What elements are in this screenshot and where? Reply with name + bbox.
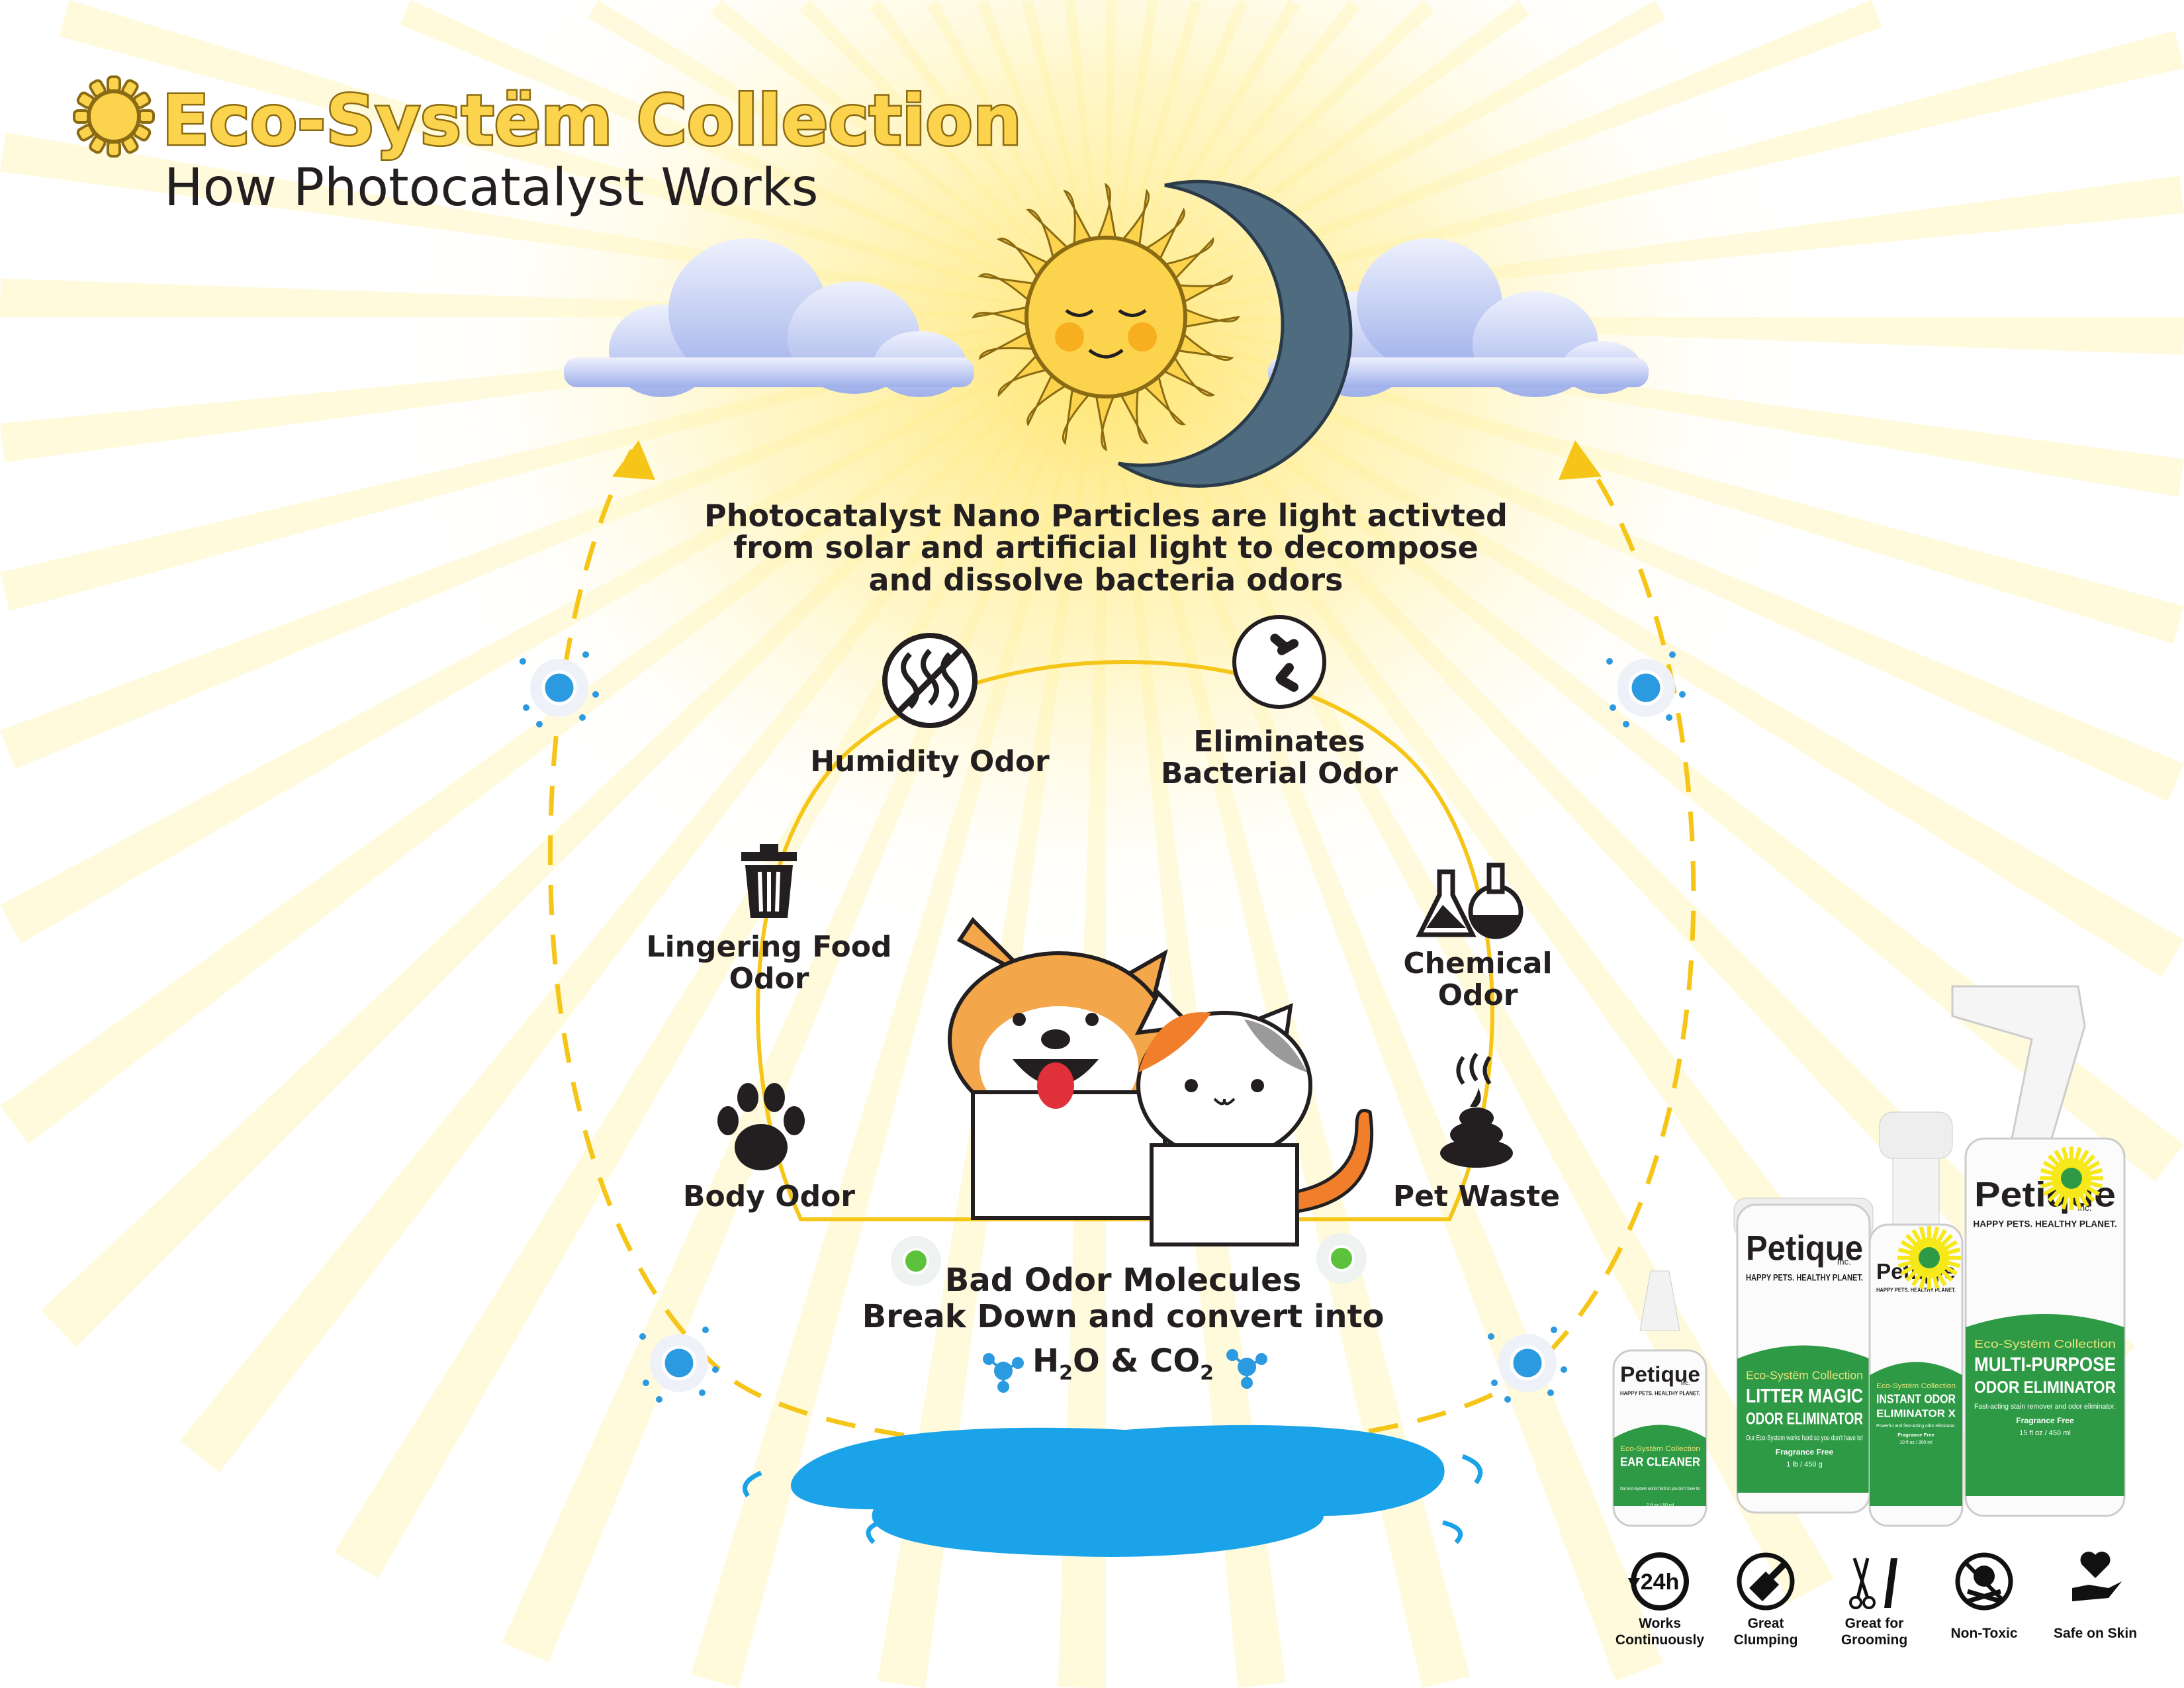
bacteria-icon xyxy=(1232,615,1326,709)
bacterial-odor-label: Eliminates xyxy=(1193,725,1365,759)
product-collection: Eco-Systëm Collection xyxy=(1620,1445,1700,1453)
product-collection: Eco-Systëm Collection xyxy=(1876,1382,1956,1390)
product-subname: ELIMINATOR X xyxy=(1876,1408,1956,1420)
nano-particle-icon xyxy=(1488,1327,1567,1403)
nano-particle-icon xyxy=(1606,651,1686,727)
product-brand-inc: Inc. xyxy=(1837,1256,1851,1266)
result-line-2: Break Down and convert into xyxy=(862,1298,1385,1335)
chemical-flasks-icon xyxy=(1416,863,1524,939)
product-subname: ODOR ELIMINATOR xyxy=(1746,1410,1863,1429)
product-size: 15 fl oz / 450 ml xyxy=(2019,1429,2071,1437)
product-brand: Petique xyxy=(1746,1229,1863,1268)
logo-sun-icon xyxy=(73,75,155,158)
inner-odor-arc xyxy=(756,660,1494,1221)
intro-text: Photocatalyst Nano Particles are light a… xyxy=(704,498,1508,598)
fragrance-free-badge: Fragrance Free xyxy=(1776,1448,1834,1457)
result-line-1: Bad Odor Molecules xyxy=(945,1262,1302,1299)
nano-particle-icon xyxy=(520,651,599,727)
food-odor-label: Odor xyxy=(729,962,809,996)
arrow-up-right-icon xyxy=(1559,440,1602,480)
intro-line: from solar and artificial light to decom… xyxy=(733,530,1479,565)
product-name: MULTI-PURPOSE xyxy=(1974,1354,2116,1376)
intro-line: and dissolve bacteria odors xyxy=(869,562,1343,598)
water-molecule-icon xyxy=(1226,1349,1267,1389)
feature-label: Works xyxy=(1639,1616,1681,1631)
svg-text:24h: 24h xyxy=(1641,1570,1680,1595)
cloud-left xyxy=(564,238,974,397)
product-description: Our Eco-System works hard so you don't h… xyxy=(1620,1487,1700,1491)
heart-hand-icon: Safe on Skin xyxy=(2054,1552,2137,1641)
humidity-icon xyxy=(882,633,978,728)
page-subtitle: How Photocatalyst Works xyxy=(164,158,819,218)
product-collection: Eco-Systëm Collection xyxy=(1746,1368,1863,1382)
feature-label: Grooming xyxy=(1841,1632,1907,1648)
brand-logo: Eco-Systëm Collection xyxy=(73,75,1023,163)
body-odor-label: Body Odor xyxy=(683,1180,855,1213)
intro-line: Photocatalyst Nano Particles are light a… xyxy=(704,498,1508,534)
odor-molecule-icon xyxy=(891,1236,941,1286)
product-size: 10 fl oz / 300 ml xyxy=(1899,1440,1933,1445)
no-skull-icon: Non-Toxic xyxy=(1950,1552,2018,1641)
fragrance-free-badge: Fragrance Free xyxy=(1897,1432,1934,1438)
product-brand-inc: Inc. xyxy=(1681,1380,1690,1386)
product-description: Our Eco-System works hard so you don't h… xyxy=(1746,1434,1863,1442)
product-description: Powerful and fast-acting odor eliminator… xyxy=(1876,1424,1956,1429)
sun-icon xyxy=(972,183,1240,451)
product-subname: ODOR ELIMINATOR xyxy=(1974,1378,2116,1397)
fragrance-free-badge: Fragrance Free xyxy=(2016,1416,2074,1425)
moon-icon xyxy=(1117,179,1353,488)
nano-particle-icon xyxy=(639,1327,719,1403)
arrow-up-left-icon xyxy=(612,440,655,480)
humidity-odor-label: Humidity Odor xyxy=(810,745,1050,778)
product-name: INSTANT ODOR xyxy=(1876,1393,1956,1407)
product-brand-inc: Inc. xyxy=(2077,1203,2091,1213)
product-size: 1 lb / 450 g xyxy=(1786,1460,1822,1468)
photocatalyst-seal-icon xyxy=(2040,1147,2103,1210)
feature-label: Safe on Skin xyxy=(2054,1626,2137,1641)
cat-illustration xyxy=(1134,989,1374,1246)
pet-waste-icon xyxy=(1440,1053,1513,1168)
bacterial-odor-label: Bacterial Odor xyxy=(1161,757,1398,790)
product-tagline: HAPPY PETS. HEALTHY PLANET. xyxy=(1620,1389,1700,1396)
pet-waste-label: Pet Waste xyxy=(1393,1180,1560,1213)
food-odor-label: Lingering Food xyxy=(647,930,892,964)
product-name: EAR CLEANER xyxy=(1620,1456,1700,1470)
feature-label: Clumping xyxy=(1734,1632,1798,1648)
feature-label: Great xyxy=(1748,1616,1784,1631)
chemical-odor-label: Odor xyxy=(1438,978,1518,1012)
product-brand: Petique xyxy=(1620,1363,1700,1387)
trash-can-icon xyxy=(741,844,797,918)
odor-molecule-icon xyxy=(1316,1233,1367,1284)
product-description: Fast-acting stain remover and odor elimi… xyxy=(1974,1403,2116,1411)
chemical-odor-label: Chemical xyxy=(1403,947,1552,980)
product-size: 2 fl oz / 60 ml xyxy=(1647,1503,1674,1508)
result-formula: H2O & CO2 xyxy=(1032,1342,1214,1385)
product-tagline: HAPPY PETS. HEALTHY PLANET. xyxy=(1746,1273,1863,1283)
water-puddle xyxy=(743,1425,1483,1557)
product-tagline: HAPPY PETS. HEALTHY PLANET. xyxy=(1973,1219,2116,1229)
product-collection: Eco-Systëm Collection xyxy=(1974,1337,2116,1350)
feature-label: Continuously xyxy=(1615,1632,1704,1648)
brand-title: Eco-Systëm Collection xyxy=(162,80,1022,161)
product-tagline: HAPPY PETS. HEALTHY PLANET. xyxy=(1876,1287,1956,1293)
water-molecule-icon xyxy=(983,1353,1024,1393)
product-name: LITTER MAGIC xyxy=(1746,1385,1863,1407)
feature-label: Great for xyxy=(1845,1616,1904,1631)
feature-label: Non-Toxic xyxy=(1950,1626,2017,1641)
photocatalyst-seal-icon xyxy=(1897,1226,1961,1289)
paw-print-icon xyxy=(717,1083,805,1170)
